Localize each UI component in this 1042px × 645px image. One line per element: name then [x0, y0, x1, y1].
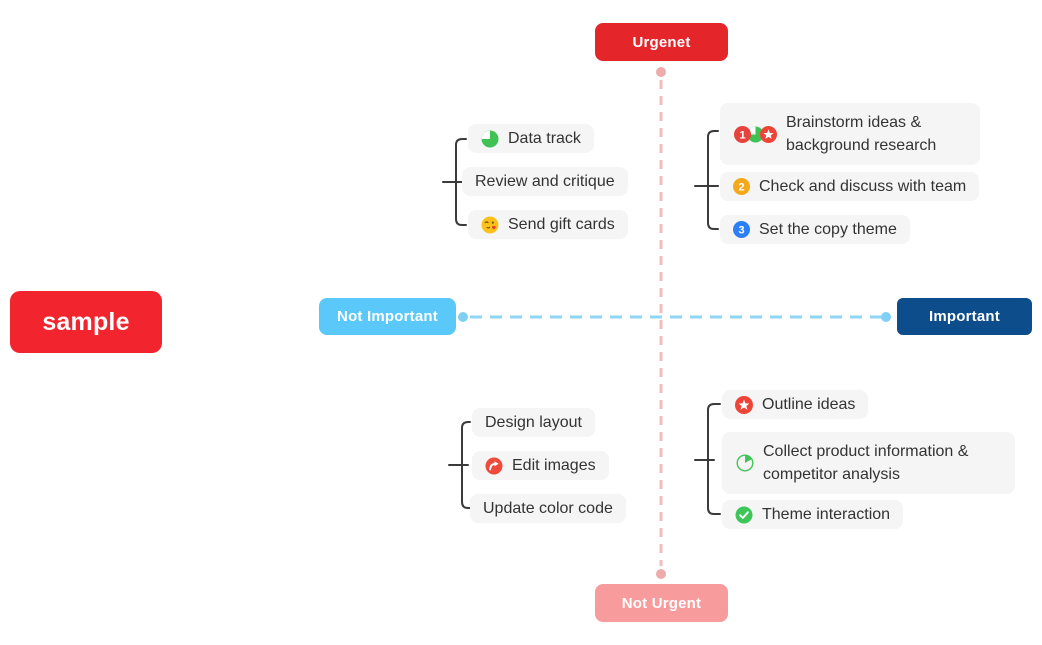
bracket-bottom-left	[448, 421, 471, 509]
task-item-outline-ideas[interactable]: Outline ideas	[722, 390, 869, 419]
task-item-collect-product-info[interactable]: Collect product information & competitor…	[722, 432, 1015, 494]
task-label: Collect product information & competitor…	[763, 443, 969, 483]
task-label: Data track	[508, 129, 581, 147]
task-item-send-gift-cards[interactable]: Send gift cards	[468, 210, 628, 239]
star-red-icon	[760, 125, 777, 143]
pie-green-icon	[481, 130, 499, 148]
important-axis-badge[interactable]: Important	[897, 298, 1032, 335]
sample-badge[interactable]: sample	[10, 291, 162, 353]
svg-text:2: 2	[738, 181, 744, 193]
bracket-bottom-right	[694, 403, 721, 515]
check-green-icon	[735, 506, 753, 524]
task-icon-group: 1	[734, 125, 777, 143]
task-item-data-track[interactable]: Data track	[468, 124, 594, 153]
task-item-set-copy-theme[interactable]: 3 Set the copy theme	[720, 215, 910, 244]
task-label: Set the copy theme	[759, 220, 897, 238]
horizontal-axis-left-dot	[458, 312, 468, 322]
number-2-badge-icon: 2	[733, 178, 750, 195]
vertical-axis-bottom-dot	[656, 569, 666, 579]
pie-outline-green-icon	[736, 454, 754, 472]
task-item-design-layout[interactable]: Design layout	[472, 408, 595, 437]
svg-text:1: 1	[739, 129, 745, 141]
kiss-emoji-icon	[481, 216, 499, 234]
task-item-theme-interaction[interactable]: Theme interaction	[722, 500, 904, 529]
horizontal-axis-right-dot	[881, 312, 891, 322]
task-label: Update color code	[483, 499, 613, 517]
task-label: Design layout	[485, 413, 582, 431]
task-label: Edit images	[512, 456, 596, 474]
bracket-top-right	[694, 130, 719, 230]
redo-arrow-red-icon	[485, 457, 503, 475]
number-1-badge-icon: 1	[734, 125, 751, 143]
star-red-icon	[735, 395, 753, 414]
urgent-axis-badge[interactable]: Urgenet	[595, 23, 728, 61]
task-item-update-color-code[interactable]: Update color code	[470, 494, 626, 523]
task-item-brainstorm[interactable]: 1 Brainstorm ideas & background research	[720, 103, 980, 165]
task-label: Theme interaction	[762, 505, 891, 523]
not-important-axis-badge[interactable]: Not Important	[319, 298, 456, 335]
vertical-axis-top-dot	[656, 67, 666, 77]
task-label: Check and discuss with team	[759, 177, 967, 195]
task-item-review-critique[interactable]: Review and critique	[462, 167, 628, 196]
task-label: Send gift cards	[508, 215, 615, 233]
task-label: Outline ideas	[762, 395, 856, 413]
number-3-badge-icon: 3	[733, 221, 750, 238]
bracket-top-left	[442, 138, 467, 226]
not-urgent-axis-badge[interactable]: Not Urgent	[595, 584, 728, 622]
task-item-edit-images[interactable]: Edit images	[472, 451, 609, 480]
task-label: Review and critique	[475, 172, 615, 190]
svg-text:3: 3	[738, 224, 744, 236]
task-label: Brainstorm ideas & background research	[786, 114, 937, 154]
task-item-check-discuss[interactable]: 2 Check and discuss with team	[720, 172, 980, 201]
